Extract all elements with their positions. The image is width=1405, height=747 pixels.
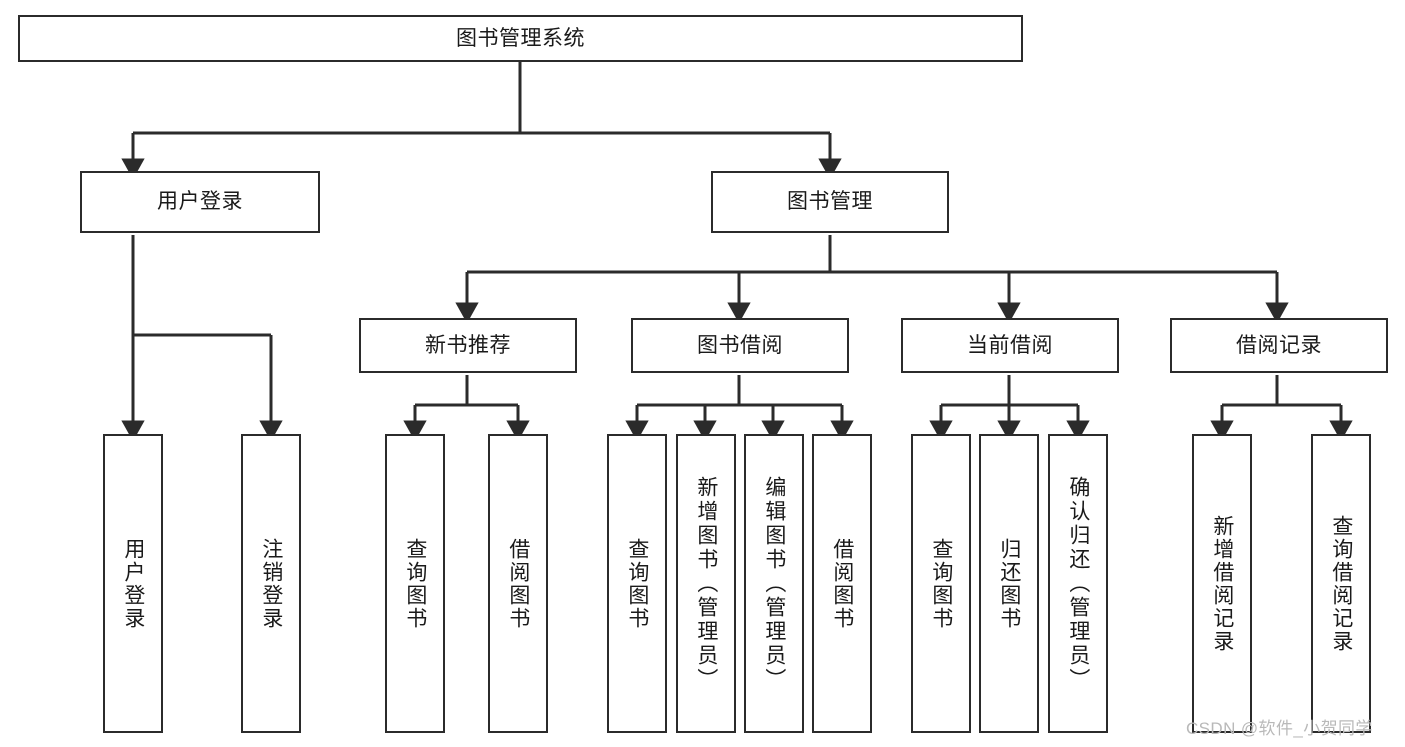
leaf-book-borrow-1[interactable]: 查询图书 xyxy=(607,434,667,733)
leaf-book-borrow-2[interactable]: 新增图书（管理员） xyxy=(676,434,736,733)
node-current-borrow[interactable]: 当前借阅 xyxy=(901,318,1119,373)
node-book-manage[interactable]: 图书管理 xyxy=(711,171,949,233)
watermark: CSDN @软件_小贺同学 xyxy=(1186,719,1373,738)
node-book-borrow-label: 图书借阅 xyxy=(697,333,783,357)
leaf-current-borrow-1-label: 查询图书 xyxy=(929,537,953,630)
leaf-user-login-2-label: 注销登录 xyxy=(259,537,283,630)
node-root-label: 图书管理系统 xyxy=(456,26,585,50)
node-borrow-record-label: 借阅记录 xyxy=(1236,333,1322,357)
leaf-current-borrow-1[interactable]: 查询图书 xyxy=(911,434,971,733)
node-book-borrow[interactable]: 图书借阅 xyxy=(631,318,849,373)
leaf-user-login-2[interactable]: 注销登录 xyxy=(241,434,301,733)
leaf-borrow-record-2-label: 查询借阅记录 xyxy=(1329,514,1353,653)
leaf-current-borrow-3-label: 确认归还（管理员） xyxy=(1066,475,1090,692)
leaf-user-login-1-label: 用户登录 xyxy=(121,537,145,630)
node-user-login[interactable]: 用户登录 xyxy=(80,171,320,233)
leaf-new-book-1[interactable]: 查询图书 xyxy=(385,434,445,733)
leaf-book-borrow-3[interactable]: 编辑图书（管理员） xyxy=(744,434,804,733)
leaf-current-borrow-2-label: 归还图书 xyxy=(997,537,1021,630)
node-new-book-recommend[interactable]: 新书推荐 xyxy=(359,318,577,373)
leaf-user-login-1[interactable]: 用户登录 xyxy=(103,434,163,733)
node-borrow-record[interactable]: 借阅记录 xyxy=(1170,318,1388,373)
leaf-book-borrow-3-label: 编辑图书（管理员） xyxy=(762,475,786,692)
leaf-new-book-1-label: 查询图书 xyxy=(403,537,427,630)
leaf-borrow-record-1-label: 新增借阅记录 xyxy=(1210,514,1234,653)
node-user-login-label: 用户登录 xyxy=(157,190,243,214)
node-book-manage-label: 图书管理 xyxy=(787,190,873,214)
leaf-book-borrow-2-label: 新增图书（管理员） xyxy=(694,475,718,692)
leaf-borrow-record-2[interactable]: 查询借阅记录 xyxy=(1311,434,1371,733)
node-current-borrow-label: 当前借阅 xyxy=(967,333,1053,357)
node-new-book-recommend-label: 新书推荐 xyxy=(425,333,511,357)
leaf-new-book-2-label: 借阅图书 xyxy=(506,537,530,630)
leaf-new-book-2[interactable]: 借阅图书 xyxy=(488,434,548,733)
leaf-book-borrow-1-label: 查询图书 xyxy=(625,537,649,630)
leaf-book-borrow-4-label: 借阅图书 xyxy=(830,537,854,630)
leaf-current-borrow-3[interactable]: 确认归还（管理员） xyxy=(1048,434,1108,733)
leaf-current-borrow-2[interactable]: 归还图书 xyxy=(979,434,1039,733)
leaf-book-borrow-4[interactable]: 借阅图书 xyxy=(812,434,872,733)
node-root[interactable]: 图书管理系统 xyxy=(18,15,1023,62)
leaf-borrow-record-1[interactable]: 新增借阅记录 xyxy=(1192,434,1252,733)
